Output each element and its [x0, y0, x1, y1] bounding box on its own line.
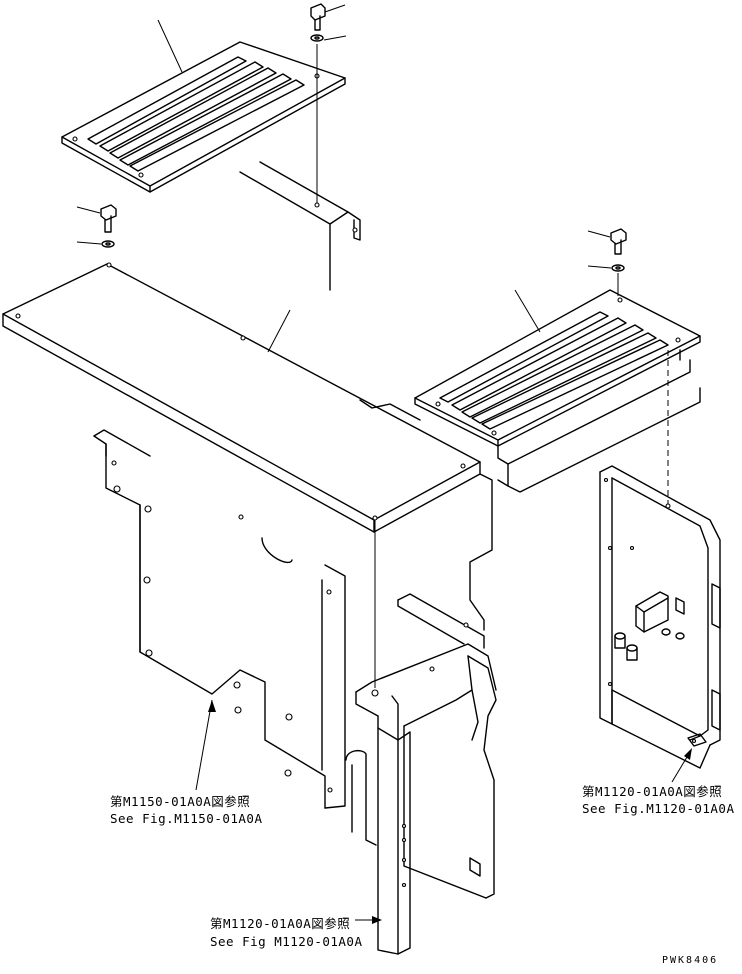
left-ref-ja: 第M1150-01A0A図参照 — [110, 794, 250, 809]
bolt-top — [310, 3, 346, 31]
leader-right-grille — [514, 289, 541, 333]
louvered-grille-right — [414, 289, 701, 493]
washer-left — [76, 240, 115, 248]
leader-bottom-ref — [355, 916, 382, 924]
washer-right — [587, 264, 625, 272]
bottom-ref-en: See Fig M1120-01A0A — [210, 934, 363, 949]
right-ref-en: See Fig.M1120-01A0A — [582, 801, 735, 816]
front-frame — [355, 593, 497, 899]
top-cover-plate — [2, 262, 493, 631]
leader-top-grille — [157, 19, 183, 73]
bolt-left — [76, 204, 117, 233]
drawing-code: PWK8406 — [662, 955, 718, 966]
leader-top-cover — [267, 309, 291, 353]
left-ref-en: See Fig.M1150-01A0A — [110, 811, 263, 826]
bolt-right — [587, 228, 627, 255]
louvered-grille-top — [61, 41, 346, 193]
washer-top — [310, 34, 347, 42]
right-ref-ja: 第M1120-01A0A図参照 — [582, 784, 722, 799]
louver-slots-top — [87, 56, 305, 172]
side-panel — [93, 429, 346, 809]
right-side-frame — [599, 465, 721, 769]
leader-left-ref — [195, 699, 216, 791]
bottom-ref-ja: 第M1120-01A0A図参照 — [210, 916, 350, 931]
upper-bracket — [239, 161, 361, 291]
front-post — [345, 727, 411, 955]
leader-right-ref — [671, 748, 692, 783]
louver-slots-right — [439, 311, 669, 430]
